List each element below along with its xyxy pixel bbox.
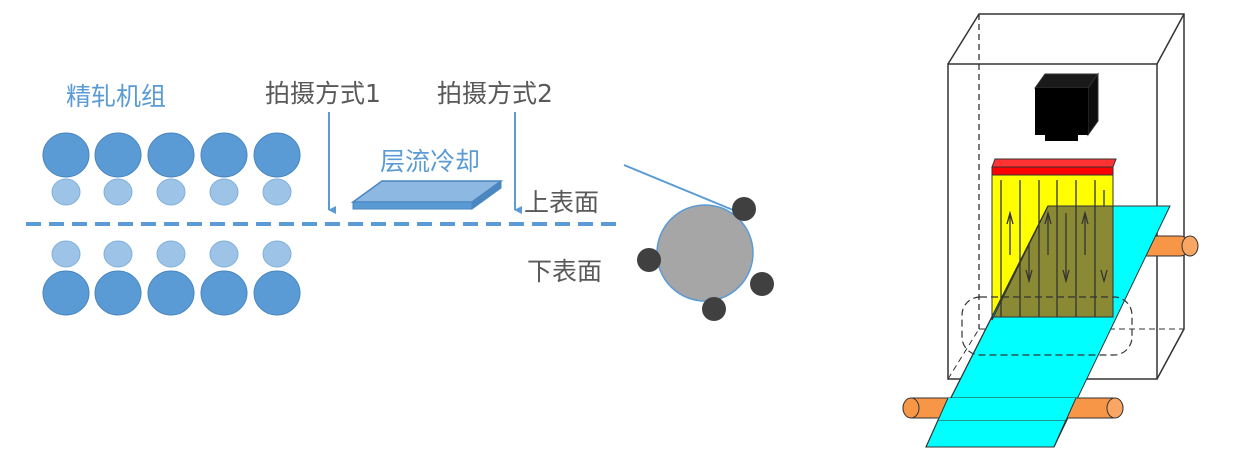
upper-backup-roll <box>209 178 239 206</box>
lower-slot <box>961 296 1133 356</box>
upper-backup-roll <box>103 178 133 206</box>
upper-surface-label: 上表面 <box>524 188 599 217</box>
upper-work-roll <box>253 132 301 178</box>
laminar-cooling-device <box>350 180 504 210</box>
camera-icon <box>1034 72 1099 141</box>
lower-work-roll <box>147 270 195 316</box>
lower-work-roll <box>94 270 142 316</box>
upper-backup-roll <box>51 178 81 206</box>
shooting-method-2-label: 拍摄方式2 <box>437 79 553 108</box>
upper-work-roll <box>94 132 142 178</box>
lower-work-roll <box>253 270 301 316</box>
shooting-method-1-label: 拍摄方式1 <box>265 79 381 108</box>
lower-backup-roll <box>103 240 133 268</box>
finishing-mill-label: 精轧机组 <box>66 82 166 111</box>
lower-backup-roll <box>156 240 186 268</box>
light-through-strip <box>991 205 1114 321</box>
upper-work-roll <box>147 132 195 178</box>
light-bar <box>991 158 1117 168</box>
finishing-mill-group <box>42 132 301 316</box>
coiler-pinch-roll <box>750 272 774 296</box>
lower-work-roll <box>200 270 248 316</box>
upper-backup-roll <box>262 178 292 206</box>
upper-work-roll <box>200 132 248 178</box>
lower-backup-roll <box>209 240 239 268</box>
lower-work-roll <box>42 270 90 316</box>
lower-backup-roll <box>51 240 81 268</box>
coiler <box>623 164 774 321</box>
laminar-cooling-label: 层流冷却 <box>380 147 480 176</box>
upper-work-roll <box>42 132 90 178</box>
lower-surface-label: 下表面 <box>527 257 602 286</box>
lower-backup-roll <box>262 240 292 268</box>
coiler-pinch-roll <box>637 248 661 272</box>
coiler-pinch-roll <box>702 297 726 321</box>
coiler-pinch-roll <box>732 197 756 221</box>
upper-backup-roll <box>156 178 186 206</box>
inspection-enclosure <box>902 13 1199 448</box>
strip-to-coiler-line <box>623 164 734 211</box>
